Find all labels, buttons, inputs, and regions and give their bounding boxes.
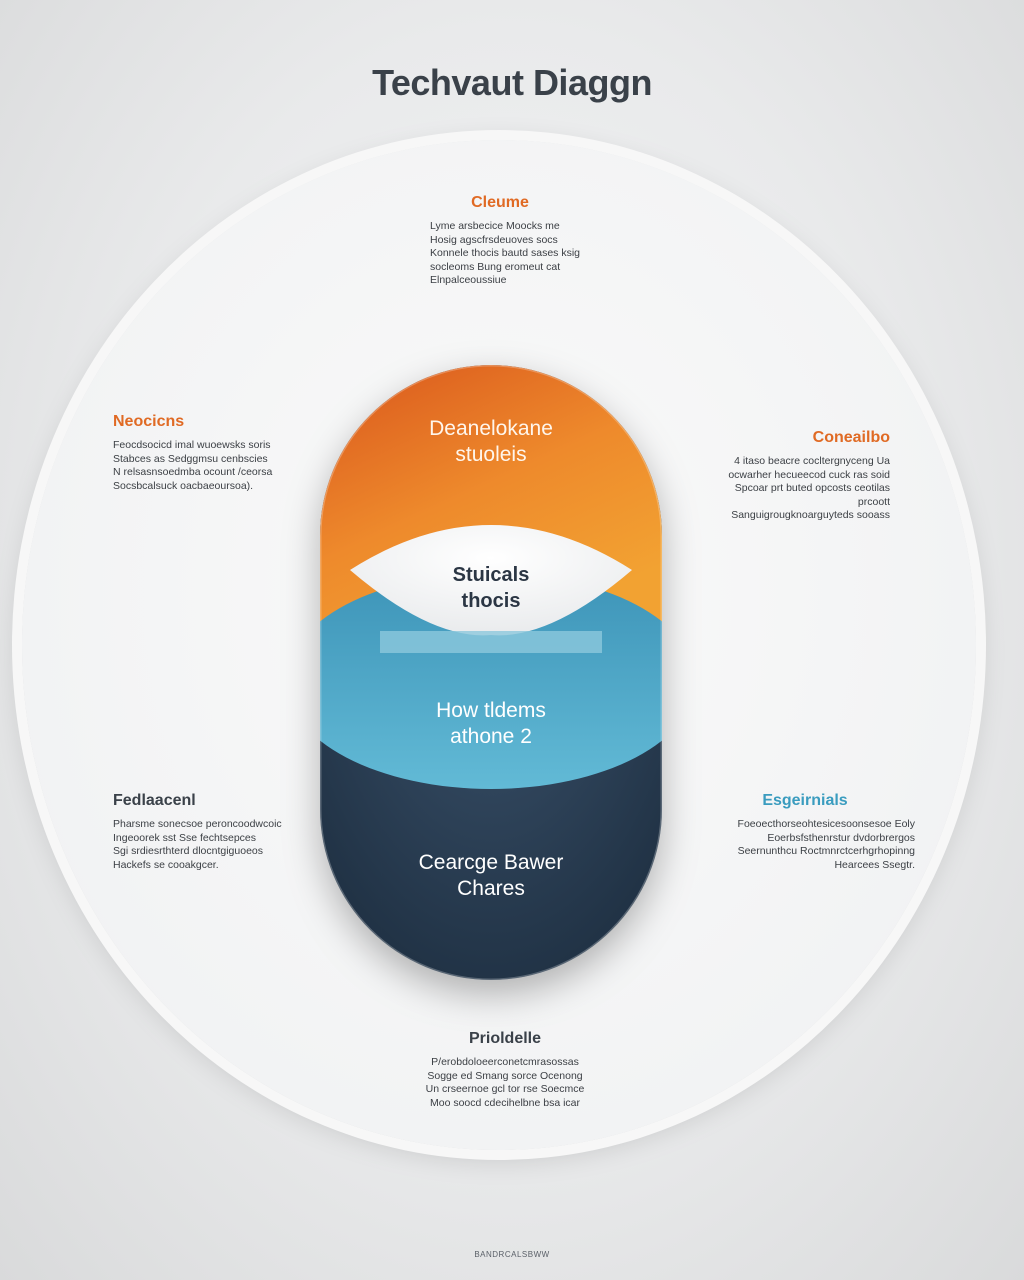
callout-body: Foeoecthorseohtesicesoonsesoe Eoly Eoerb… [737, 818, 915, 871]
page-title: Techvaut Diaggn [372, 62, 652, 103]
callout-heading: Esgeirnials [762, 792, 848, 809]
white-overlap [350, 525, 632, 636]
callout-body: P/erobdoloeerconetcmrasossas Sogge ed Sm… [425, 1056, 585, 1109]
pill-diagram [320, 365, 662, 980]
overlap-label: Stuicals thocis [452, 564, 530, 612]
callout-heading: Coneailbo [812, 429, 890, 446]
navy-segment-label: Cearcge Bawer Chares [418, 851, 564, 900]
callout-body: Pharsme sonecsoe peroncoodwcoic Ingeoore… [113, 818, 282, 871]
callout-bottom: Prioldelle P/erobdoloeerconetcmrasossas … [405, 1030, 605, 1110]
callout-body: Lyme arsbecice Moocks me Hosig agscfrsde… [430, 220, 581, 286]
callout-heading: Fedlaacenl [113, 792, 196, 809]
callout-body: 4 itaso beacre cocltergnyceng Ua ocwarhe… [728, 455, 890, 521]
callout-left-upper: Neocicns Feocdsocicd imal wuoewsks soris… [113, 413, 303, 493]
footer-text: BANDRCALSBWW [474, 1250, 550, 1259]
callout-heading: Prioldelle [468, 1030, 542, 1047]
blue-segment-label: How tldems athone 2 [436, 699, 546, 748]
callout-top: Cleume Lyme arsbecice Moocks me Hosig ag… [400, 194, 600, 288]
blue-lens [320, 573, 662, 789]
callout-left-lower: Fedlaacenl Pharsme sonecsoe peroncoodwco… [113, 792, 303, 872]
callout-heading: Neocicns [113, 413, 185, 430]
callout-body: Feocdsocicd imal wuoewsks soris Stabces … [113, 439, 273, 492]
callout-heading: Cleume [471, 194, 529, 211]
callout-right-upper: Coneailbo 4 itaso beacre cocltergnyceng … [710, 429, 890, 523]
orange-segment-label: Deanelokane stuoleis [429, 417, 553, 466]
callout-right-lower: Esgeirnials Foeoecthorseohtesicesoonseso… [735, 792, 915, 872]
